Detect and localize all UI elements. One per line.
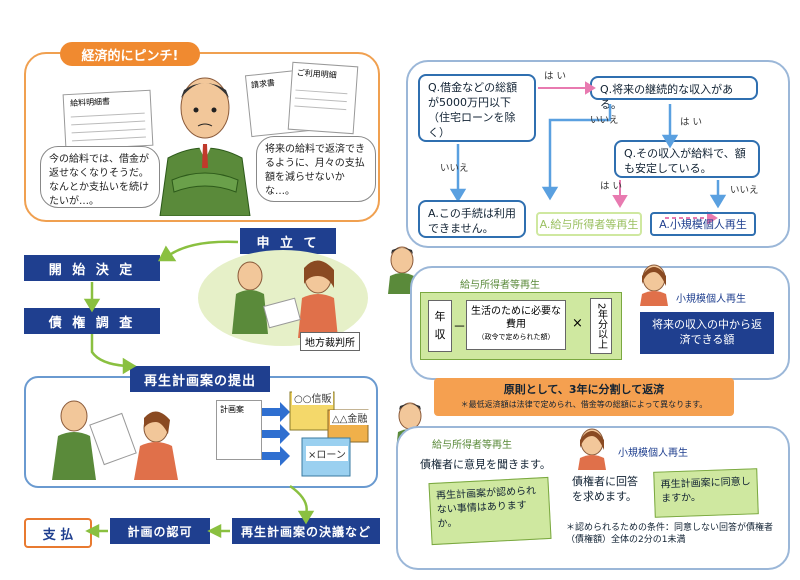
creditor-label-1: ○○信販 xyxy=(292,390,334,405)
plan-document: 計画案 xyxy=(216,400,262,460)
statement-label: ご利用明細 xyxy=(296,68,337,80)
small-rehab-desc: 将来の収入の中から返済できる額 xyxy=(640,312,774,354)
delivery-arrows xyxy=(262,402,290,466)
no-label-2: いいえ xyxy=(590,115,619,126)
woman-icon-formula xyxy=(640,264,668,306)
woman-icon-resolution xyxy=(578,428,606,470)
step-approval: 計画の認可 xyxy=(110,518,210,544)
yes-label-2: は い xyxy=(680,117,703,128)
creditor-label-3: ×ローン xyxy=(306,446,348,461)
court-consultation-illustration xyxy=(232,260,338,338)
answer-small-rehab: A.小規模個人再生 xyxy=(650,212,756,236)
approval-condition: ＊認められるための条件：同意しない回答が債権者（債権額）全体の2分の1未満 xyxy=(566,523,774,545)
step-start-decision: 開 始 決 定 xyxy=(24,255,160,281)
two-years-box: 2年分以上 xyxy=(590,298,612,354)
no-label-1: いいえ xyxy=(440,163,469,174)
question-total-debt: Q.借金などの総額が5000万円以下（住宅ローンを除く） xyxy=(418,74,536,142)
living-cost-note: （政令で定められた額） xyxy=(477,333,555,341)
plan-handover-illustration xyxy=(52,400,178,480)
small-resolution-note: 再生計画案に同意しますか。 xyxy=(653,468,759,518)
times-sign: × xyxy=(572,316,583,331)
payslip-grid-icon xyxy=(70,112,146,142)
process-arrows xyxy=(83,240,315,539)
small-rehab-title: 小規模個人再生 xyxy=(676,294,746,305)
principle-box: 原則として、3年に分割して返済 ＊最低返済額は法律で定められ、借金等の総額によっ… xyxy=(434,378,734,416)
salary-resolution-title: 給与所得者等再生 xyxy=(432,440,512,451)
no-label-3: いいえ xyxy=(730,185,759,196)
payslip-document: 給料明細書 xyxy=(62,89,154,151)
question-future-income: Q.将来の継続的な収入がある。 xyxy=(590,76,758,111)
answer-not-available: A.この手続は利用できません。 xyxy=(418,200,526,238)
situation-title: 経済的にピンチ! xyxy=(60,42,200,66)
income-char: 収 xyxy=(434,328,446,341)
step-resolution: 再生計画案の決議など xyxy=(232,518,380,544)
step-apply: 申 立 て xyxy=(240,228,336,254)
statement-document: ご利用明細 xyxy=(287,61,359,135)
living-cost-box: 生活のために必要な費用 （政令で定められた額） xyxy=(466,300,566,350)
flow-arrows xyxy=(449,81,727,225)
small-resolution-text: 債権者に回答を求めます。 xyxy=(572,475,638,503)
answer-salary-rehab: A.給与所得者等再生 xyxy=(536,212,642,236)
salary-man-icon xyxy=(388,246,416,294)
minus-sign: － xyxy=(453,320,467,335)
yes-label-1: は い xyxy=(544,71,567,82)
living-cost-text: 生活のために必要な費用 xyxy=(471,306,561,330)
salary-resolution-text: 債権者に意見を聞きます。 xyxy=(420,458,551,471)
salary-resolution-note: 再生計画案が認められない事情はありますか。 xyxy=(428,476,552,546)
right-thought-bubble: 将来の給料で返済できるように、月々の支払額を減らせないかな…。 xyxy=(256,136,376,202)
principle-note: ＊最低返済額は法律で定められ、借金等の総額によって異なります。 xyxy=(460,400,708,409)
question-salary-stable: Q.その収入が給料で、額も安定している。 xyxy=(614,140,760,178)
principle-text: 原則として、3年に分割して返済 xyxy=(503,383,665,396)
annual-char: 年 xyxy=(434,310,446,323)
court-scene xyxy=(198,250,368,346)
left-thought-bubble: 今の給料では、借金が返せなくなりそうだ。なんとか支払いを続けたいが…。 xyxy=(40,146,160,208)
statement-lines-icon xyxy=(294,89,348,111)
worried-man-illustration xyxy=(159,77,251,216)
yes-label-3: は い xyxy=(600,181,623,192)
court-label: 地方裁判所 xyxy=(300,332,360,351)
plan-document-label: 計画案 xyxy=(220,405,244,414)
step-plan-submission: 再生計画案の提出 xyxy=(130,366,270,392)
salary-rehab-title: 給与所得者等再生 xyxy=(460,280,540,291)
creditor-label-2: △△金融 xyxy=(330,410,370,425)
small-resolution-title: 小規模個人再生 xyxy=(618,448,688,459)
annual-income-box: 年 収 xyxy=(428,300,452,352)
